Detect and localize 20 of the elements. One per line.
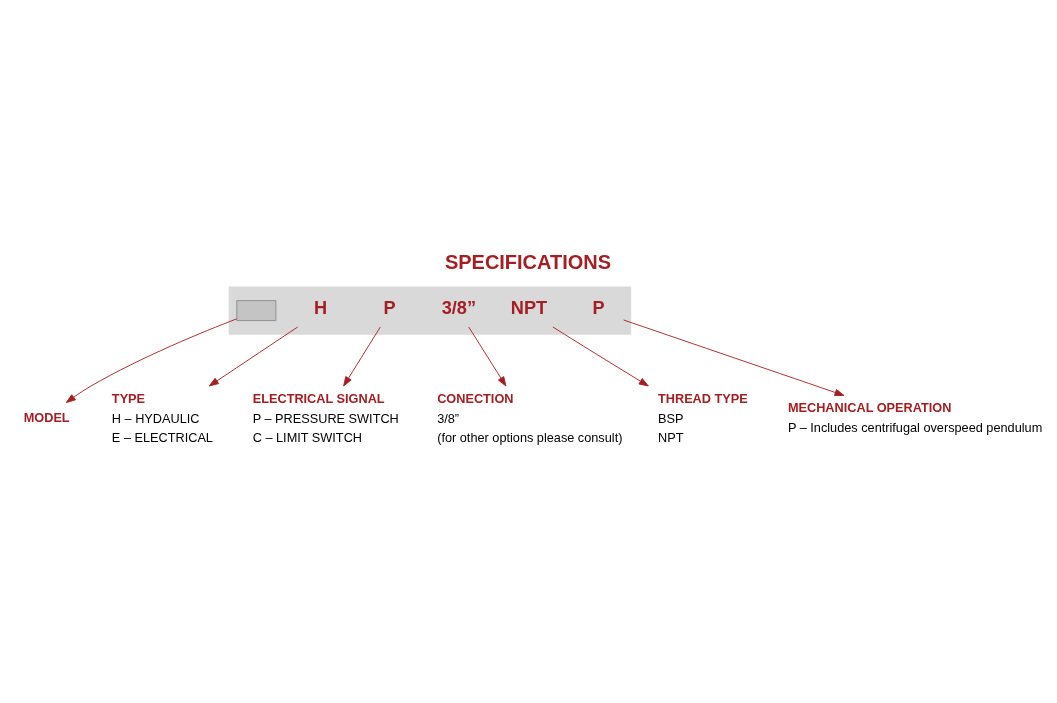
- arrow: [552, 326, 649, 387]
- node-box: [236, 300, 277, 322]
- node-text: P: [592, 298, 605, 319]
- node-text: MECHANICAL OPERATION P – Includes centrifugal overspeed pendulum: [787, 400, 1043, 436]
- node-text: ELECTRICAL SIGNAL P – PRESSURE SWITCH C – LIMIT SWITCH: [252, 391, 399, 446]
- cluster: [228, 286, 632, 335]
- node-text: CONECTION 3/8” (for other options please consult): [437, 391, 623, 446]
- arrow: [343, 326, 381, 387]
- node-text: TYPE H – HYDAULIC E – ELECTRICAL: [111, 391, 213, 446]
- diagram-title: SPECIFICATIONS: [444, 251, 612, 274]
- node-text: 3/8”: [441, 298, 477, 319]
- node-text: MODEL: [23, 410, 70, 426]
- node-text: THREAD TYPE BSP NPT: [657, 391, 748, 446]
- arrow: [468, 326, 507, 387]
- arrow: [623, 319, 845, 396]
- node-text: NPT: [510, 298, 548, 319]
- arrow: [208, 326, 299, 387]
- arrow: [65, 318, 238, 404]
- node-text: H: [314, 298, 328, 319]
- node-text: P: [383, 298, 396, 319]
